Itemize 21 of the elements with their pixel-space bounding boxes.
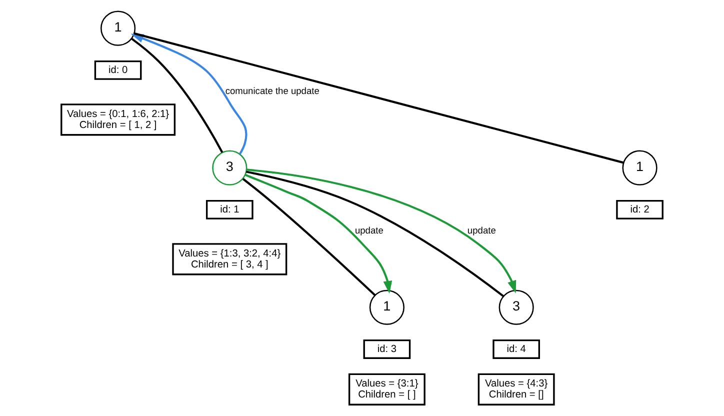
node-box: Values = {1:3, 3:2, 4:4} Children = [ 3, 4 ] <box>172 243 288 276</box>
node-box: id: 4 <box>492 340 540 359</box>
node-box: id: 1 <box>206 200 254 220</box>
node-circle: 1 <box>100 10 136 46</box>
node-box: Values = {4:3} Children = [] <box>478 373 555 406</box>
connector <box>131 38 224 153</box>
node-circle: 3 <box>212 150 248 186</box>
edge-label: update <box>354 226 384 236</box>
node-circle: 1 <box>622 150 658 186</box>
edge-label: update <box>467 226 496 236</box>
node-box: id: 3 <box>363 340 411 359</box>
arrow <box>244 174 392 294</box>
node-circle: 1 <box>369 290 404 325</box>
node-circle: 3 <box>498 290 534 325</box>
node-box: id: 0 <box>94 60 142 80</box>
connector <box>134 32 624 164</box>
edge-label: comunicate the update <box>225 86 320 96</box>
connector <box>242 178 376 296</box>
node-box: Values = {0:1, 1:6, 2:1} Children = [ 1, 2 ] <box>60 104 176 136</box>
node-box: id: 2 <box>616 200 664 220</box>
node-box: Values = {3:1} Children = [ ] <box>348 373 426 406</box>
